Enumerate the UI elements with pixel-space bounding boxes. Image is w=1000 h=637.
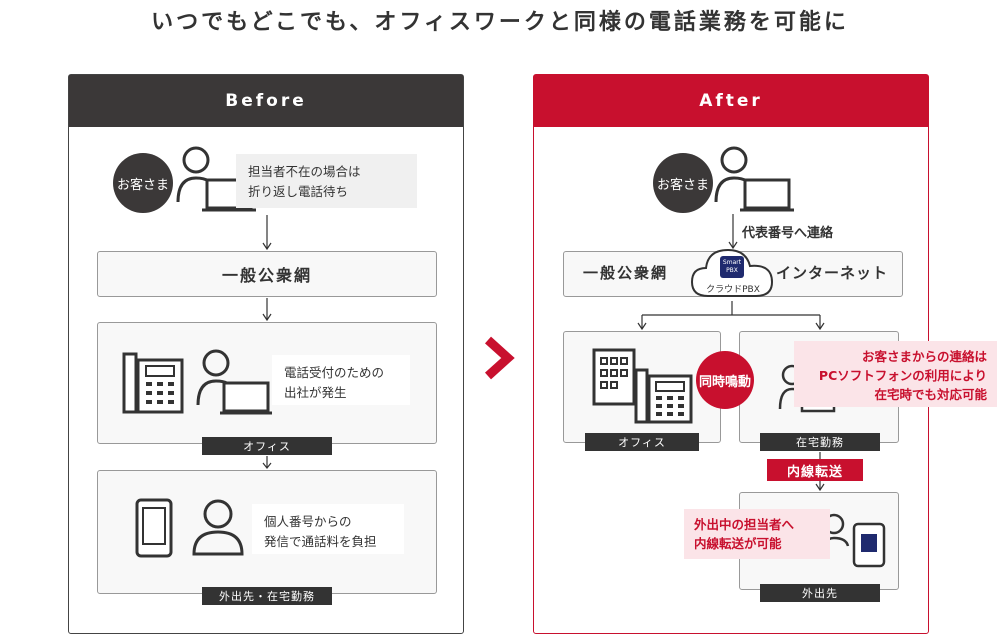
- down-arrow: [262, 215, 272, 251]
- desk-phone-icon: [122, 352, 184, 414]
- person-laptop-icon: [196, 349, 272, 415]
- before-office-note: 電話受付のための 出社が発生: [272, 355, 410, 405]
- before-remote-note: 個人番号からの 発信で通話料を負担: [252, 504, 404, 554]
- building-icon: [592, 348, 636, 406]
- branch-arrows: [637, 301, 825, 331]
- after-out-label: 外出先: [760, 584, 880, 602]
- before-customer-badge: お客さま: [113, 153, 173, 213]
- network-right-label: インターネット: [776, 264, 889, 282]
- down-arrow: [262, 298, 272, 322]
- cloud-pbx-label: クラウドPBX: [706, 285, 760, 295]
- after-header: After: [534, 75, 928, 127]
- contact-text: 代表番号へ連絡: [742, 226, 834, 241]
- after-home-label: 在宅勤務: [760, 433, 880, 451]
- home-note: お客さまからの連絡は PCソフトフォンの利用により 在宅時でも対応可能: [794, 341, 997, 407]
- smartpbx-logo-icon: Smart PBX: [720, 256, 744, 278]
- desk-phone-icon: [634, 368, 693, 424]
- down-arrow: [728, 214, 738, 250]
- down-arrow: [262, 456, 272, 469]
- before-header: Before: [69, 75, 463, 127]
- before-network-bar: 一般公衆網: [97, 251, 437, 297]
- person-smartphone-icon: [820, 513, 886, 568]
- network-left-label: 一般公衆網: [583, 264, 669, 282]
- simultaneous-ring-badge: 同時鳴動: [696, 351, 754, 409]
- person-icon: [192, 499, 244, 556]
- customer-laptop-icon: [714, 146, 794, 212]
- before-customer-note: 担当者不在の場合は 折り返し電話待ち: [236, 154, 417, 208]
- page-title: いつでもどこでも、オフィスワークと同様の電話業務を可能に: [151, 10, 849, 35]
- chevron-right-icon: [484, 336, 515, 380]
- out-note: 外出中の担当者へ 内線転送が可能: [684, 509, 830, 559]
- transfer-label: 内線転送: [767, 459, 863, 481]
- before-remote-label: 外出先・在宅勤務: [202, 587, 332, 605]
- after-customer-badge: お客さま: [653, 153, 713, 213]
- before-office-label: オフィス: [202, 437, 332, 455]
- after-office-label: オフィス: [585, 433, 699, 451]
- smartphone-icon: [135, 498, 173, 558]
